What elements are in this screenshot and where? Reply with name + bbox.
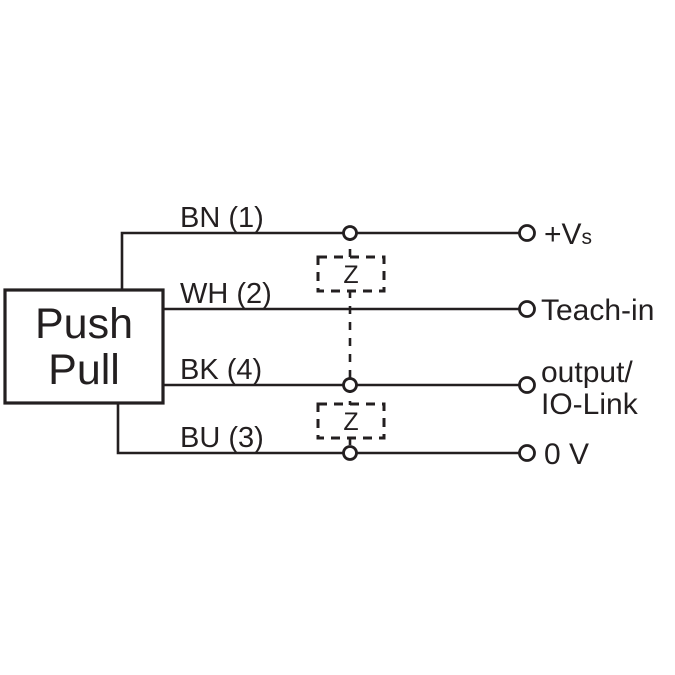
terminal-label-output: output/ xyxy=(541,356,633,389)
terminal-circle-output-iolink xyxy=(518,376,536,394)
suppressor-z-lower-box xyxy=(316,402,386,440)
suppressor-z-upper-label: Z xyxy=(343,261,358,289)
suppressor-z-upper-box xyxy=(316,255,386,293)
suppressor-z-lower-label: Z xyxy=(343,408,358,436)
device-label-line2: Pull xyxy=(48,346,120,394)
terminal-label-0v: 0 V xyxy=(544,438,589,471)
terminal-label-iolink: IO-Link xyxy=(541,388,639,421)
terminal-circle-0v xyxy=(518,444,536,462)
terminal-label-teach-in: Teach-in xyxy=(541,294,654,327)
terminal-label-vs-subscript: s xyxy=(582,226,593,249)
junction-node-bu xyxy=(342,445,358,461)
terminal-circle-teach-in xyxy=(518,300,536,318)
wire-label-bu: BU (3) xyxy=(180,422,264,454)
wire-label-bn: BN (1) xyxy=(180,202,264,234)
wire-label-bk: BK (4) xyxy=(180,354,262,386)
device-box-push-pull xyxy=(3,288,165,405)
terminal-label-vs-main: +V xyxy=(544,218,582,251)
wire-label-wh: WH (2) xyxy=(180,278,272,310)
terminal-circle-vs xyxy=(518,224,536,242)
junction-node-bk xyxy=(342,377,358,393)
device-label-line1: Push xyxy=(35,300,133,348)
junction-node-bn xyxy=(342,225,358,241)
terminal-label-vs: +Vs xyxy=(544,218,592,251)
